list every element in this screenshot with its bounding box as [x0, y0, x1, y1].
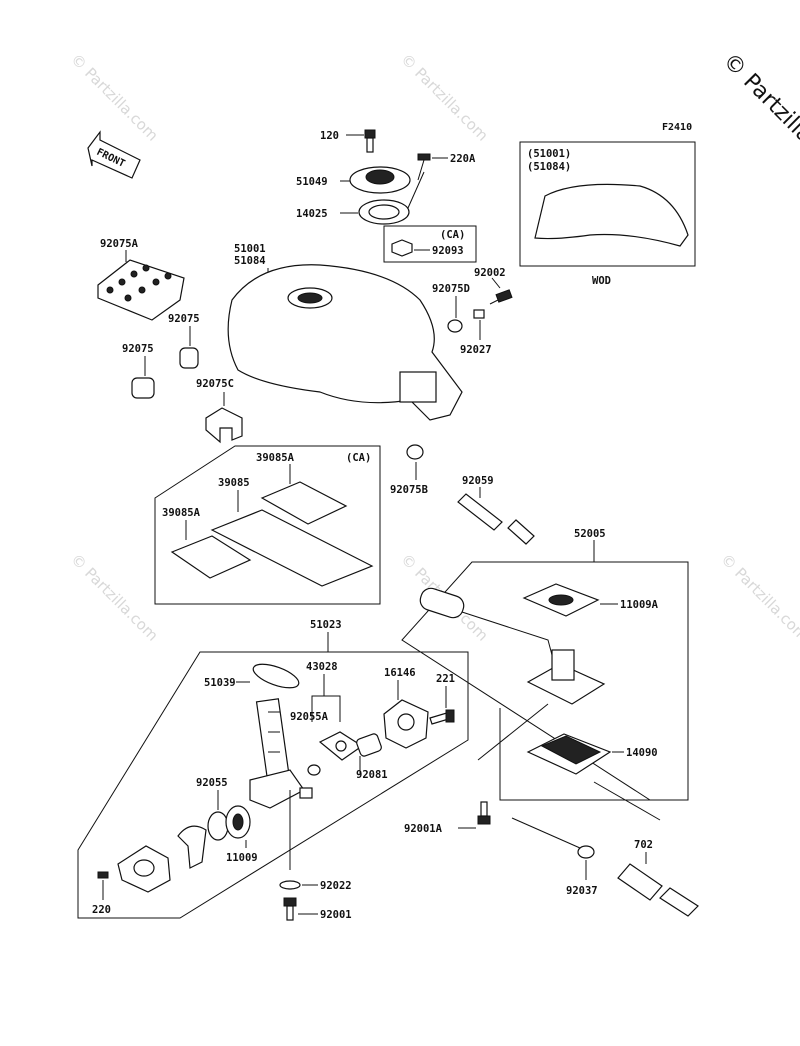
callout-51049: 51049 — [296, 176, 328, 188]
callout-11009A: 11009A — [620, 599, 659, 611]
ca-label-1: (CA) — [440, 229, 465, 241]
callout-92081: 92081 — [356, 769, 388, 781]
screw-220 — [97, 871, 109, 900]
wod-label: WOD — [592, 275, 611, 287]
callout-92075B: 92075B — [390, 484, 428, 496]
callout-39085: 39085 — [218, 477, 250, 489]
watermark: © Partzilla.com — [397, 50, 492, 145]
callout-51001: 51001 — [234, 243, 266, 255]
cap-bolt-120 — [346, 129, 376, 153]
watermark: © Partzilla.com — [717, 550, 800, 645]
callout-92075C: 92075C — [196, 378, 234, 390]
ca-box-92093 — [383, 225, 477, 263]
callout-92001A: 92001A — [404, 823, 443, 835]
callout-92075D: 92075D — [432, 283, 470, 295]
gasket-14025 — [340, 199, 410, 225]
front-arrow-icon: FRONT — [87, 130, 141, 179]
wod-box-label-1: (51001) — [527, 148, 571, 160]
callout-120: 120 — [320, 130, 339, 142]
wod-box — [519, 141, 696, 267]
lever — [177, 825, 207, 869]
callout-43028: 43028 — [306, 661, 338, 673]
callout-92075-2: 92075 — [122, 343, 154, 355]
ca-label-2: (CA) — [346, 452, 371, 464]
callout-92093: 92093 — [432, 245, 464, 257]
watermark: © Partzilla.com — [67, 50, 162, 145]
collar-92027 — [473, 309, 485, 340]
wod-box-label-2: (51084) — [527, 161, 571, 173]
screw-220A — [407, 153, 448, 209]
plate-gasket — [117, 845, 171, 893]
pad-39085A-lower — [170, 535, 252, 579]
callout-39085A-2: 39085A — [162, 507, 201, 519]
callout-16146: 16146 — [384, 667, 416, 679]
callout-92059: 92059 — [462, 475, 494, 487]
rubber-92075B — [406, 444, 424, 480]
callout-92022: 92022 — [320, 880, 352, 892]
callout-92075-1: 92075 — [168, 313, 200, 325]
hose-702 — [617, 863, 699, 917]
tube-92059 — [457, 493, 535, 545]
damper-92075A — [97, 259, 185, 321]
cap-51049 — [340, 166, 411, 194]
fuel-cock-box — [77, 651, 469, 919]
callout-52005: 52005 — [574, 528, 606, 540]
callout-51039: 51039 — [204, 677, 236, 689]
callout-221: 221 — [436, 673, 455, 685]
callout-14090: 14090 — [626, 747, 658, 759]
callout-51084: 51084 — [234, 255, 266, 267]
figure-code: F2410 — [662, 122, 692, 133]
pad-39085A-upper — [260, 481, 348, 525]
o-ring-92055 — [207, 811, 229, 841]
gasket-51039 — [236, 663, 300, 689]
bolt-92001A — [458, 801, 491, 829]
spring-92081 — [356, 733, 382, 774]
callout-92055A: 92055A — [290, 711, 329, 723]
nut-92093 — [391, 239, 430, 257]
tank-mount-bracket — [399, 371, 437, 403]
callout-92055: 92055 — [196, 777, 228, 789]
callout-220: 220 — [92, 904, 111, 916]
pad-39085 — [210, 509, 374, 587]
callout-92075A: 92075A — [100, 238, 139, 250]
screw-221 — [429, 709, 455, 725]
copyright-text: © Partzilla.com — [718, 49, 800, 187]
callout-92002: 92002 — [474, 267, 506, 279]
washer-92022 — [279, 880, 318, 890]
callout-92027: 92027 — [460, 344, 492, 356]
clamp-92037 — [577, 845, 595, 880]
damper-92075C — [205, 392, 243, 444]
callout-92037: 92037 — [566, 885, 598, 897]
gasket-11009A — [522, 583, 618, 617]
callout-220A: 220A — [450, 153, 476, 165]
callout-39085A-1: 39085A — [256, 452, 295, 464]
diaphragm-plate — [307, 731, 364, 776]
fuel-cock-body — [249, 698, 313, 870]
callout-92001: 92001 — [320, 909, 352, 921]
callout-51023: 51023 — [310, 619, 342, 631]
rubber-92075D — [447, 296, 463, 333]
callout-11009: 11009 — [226, 852, 258, 864]
ca-box-labels — [154, 445, 381, 605]
rubber-92075-2 — [131, 356, 155, 399]
sensor-box — [401, 561, 689, 801]
cover-14090 — [526, 733, 624, 775]
watermark: © Partzilla.com — [67, 550, 162, 645]
filter-11009 — [225, 805, 251, 848]
rubber-92075-1 — [179, 326, 199, 369]
bolt-92001 — [283, 897, 318, 921]
cover-16146 — [383, 699, 429, 749]
tank-cover-shape — [534, 183, 689, 247]
callout-14025: 14025 — [296, 208, 328, 220]
bolt-92002 — [489, 277, 513, 305]
callout-702: 702 — [634, 839, 653, 851]
sensor-unit — [526, 649, 606, 705]
